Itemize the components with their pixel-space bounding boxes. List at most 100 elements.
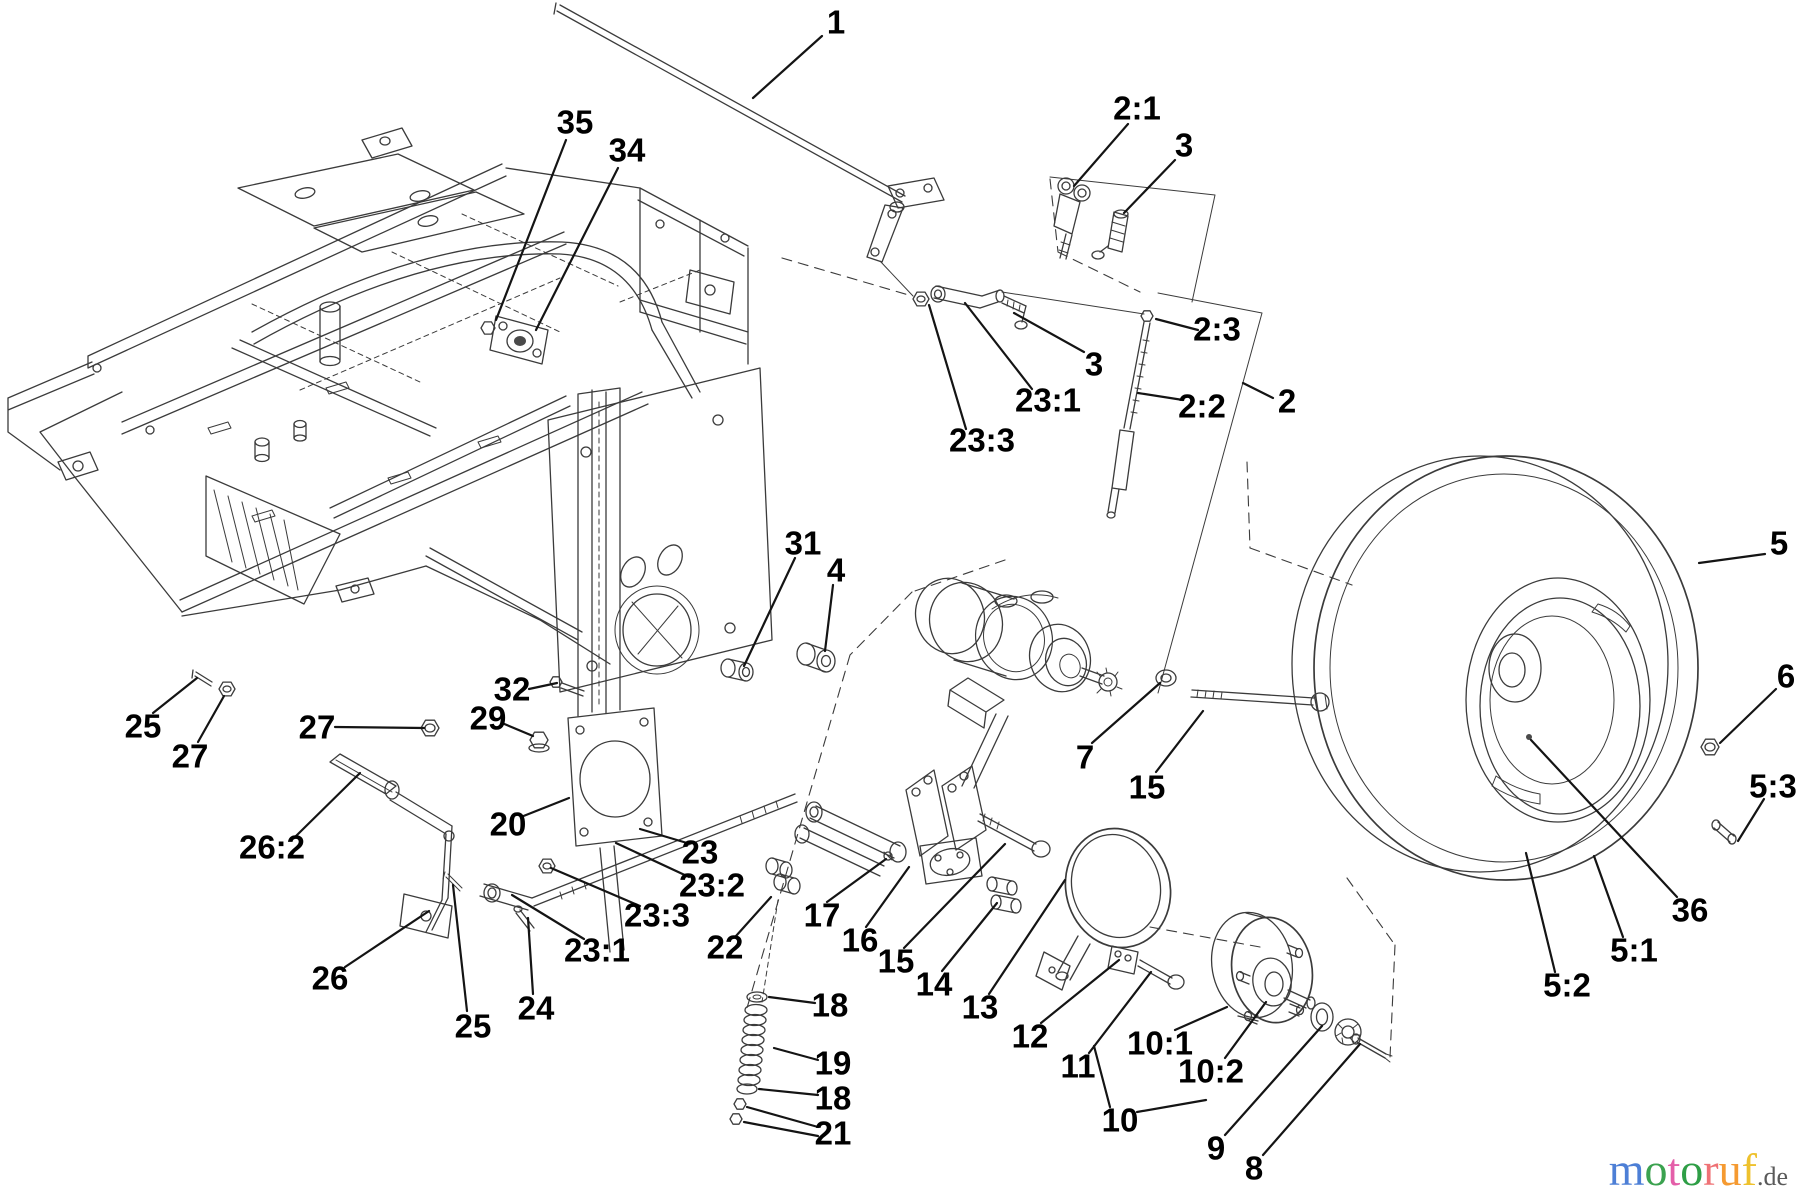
part-callout-18-45: 18	[811, 986, 849, 1024]
leader-line	[527, 681, 559, 691]
part-callout-12-41: 12	[1011, 1017, 1049, 1055]
leader-line	[1090, 681, 1162, 745]
part-callout-3-6: 3	[1084, 345, 1104, 383]
part-callout-27-17: 27	[171, 737, 209, 775]
leader-line	[940, 901, 999, 973]
leader-line	[1135, 1098, 1208, 1114]
part-callout-18-47: 18	[814, 1079, 852, 1117]
part-callout-35-1: 35	[556, 103, 594, 141]
part-callout-19-46: 19	[814, 1044, 852, 1082]
leader-line	[1136, 391, 1185, 402]
part-callout-24-39: 24	[517, 989, 555, 1027]
leader-line	[196, 694, 226, 744]
leader-line	[333, 725, 426, 730]
part-callout-15-21: 15	[1128, 768, 1166, 806]
group-boundaries	[746, 257, 1261, 1009]
logo-letter: f	[1741, 1144, 1757, 1195]
part-callout-32-14: 32	[493, 670, 531, 708]
leader-line	[500, 721, 535, 738]
leader-line	[510, 893, 586, 941]
leader-line	[1223, 1000, 1268, 1060]
leader-line	[1154, 709, 1205, 774]
leader-line	[1697, 552, 1767, 565]
logo-letters: motoruf	[1609, 1144, 1757, 1195]
part-callout-2-9: 2	[1277, 382, 1297, 420]
part-callout-10-2-44: 10:2	[1177, 1052, 1245, 1090]
leader-line	[1592, 854, 1625, 939]
logo-suffix: .de	[1756, 1162, 1788, 1191]
leader-line	[751, 34, 824, 100]
part-callout-36-35: 36	[1671, 891, 1709, 929]
part-callout-23-25: 23	[681, 833, 719, 871]
washer-and-bolt	[1155, 669, 1330, 712]
leader-line	[1173, 1005, 1229, 1032]
leader-line	[614, 841, 691, 879]
leader-line	[294, 771, 362, 838]
leader-line	[864, 865, 911, 929]
leader-line	[151, 676, 199, 715]
part-callout-2-2-8: 2:2	[1178, 387, 1226, 425]
part-callout-9-50: 9	[1206, 1129, 1226, 1167]
small-hardware	[191, 315, 836, 753]
logo-letter: u	[1718, 1144, 1742, 1195]
leader-line	[343, 909, 431, 969]
brake-drum-group	[1210, 877, 1396, 1063]
part-callout-11-42: 11	[1060, 1047, 1096, 1085]
motoruf-logo: motoruf.de	[1609, 1147, 1788, 1193]
leader-line	[519, 796, 571, 819]
part-callout-1-0: 1	[826, 3, 846, 41]
part-callout-34-2: 34	[608, 131, 646, 169]
leader-line	[1524, 851, 1557, 974]
chassis-frame-drawing	[7, 127, 773, 717]
parking-brake-lever	[329, 753, 455, 939]
leader-line	[1092, 1044, 1112, 1109]
part-callout-13-34: 13	[961, 988, 999, 1026]
leader-line	[823, 583, 835, 653]
logo-letter: t	[1667, 1144, 1681, 1195]
leader-lines	[151, 34, 1778, 1157]
leader-line	[1718, 687, 1778, 745]
part-callout-5-1-36: 5:1	[1610, 931, 1658, 969]
leader-line	[1154, 317, 1200, 332]
leader-line	[1122, 158, 1177, 215]
part-callout-5-13: 5	[1769, 524, 1789, 562]
leader-line	[1072, 122, 1130, 188]
part-callout-15-31: 15	[877, 942, 915, 980]
part-callout-23-3-10: 23:3	[948, 421, 1016, 459]
logo-letter: o	[1644, 1144, 1668, 1195]
part-callout-5-2-37: 5:2	[1543, 966, 1591, 1004]
leader-line	[1736, 797, 1766, 843]
leader-line	[534, 166, 620, 332]
leader-line	[987, 878, 1067, 996]
leader-line	[772, 1046, 820, 1062]
part-callout-20-24: 20	[489, 805, 527, 843]
part-callout-21-49: 21	[814, 1114, 852, 1152]
leader-line	[1087, 970, 1153, 1055]
part-callout-4-12: 4	[826, 551, 846, 589]
part-callout-27-18: 27	[298, 708, 336, 746]
leader-line	[825, 857, 888, 904]
part-callout-10-48: 10	[1101, 1101, 1139, 1139]
leader-line	[742, 556, 797, 668]
wheel-motor-drawing	[914, 577, 1123, 789]
part-callout-16-29: 16	[841, 921, 879, 959]
part-callout-8-51: 8	[1244, 1149, 1264, 1187]
part-callout-25-16: 25	[124, 707, 162, 745]
logo-letter: o	[1680, 1144, 1704, 1195]
leader-line	[494, 138, 568, 322]
part-callout-23-3-27: 23:3	[623, 896, 691, 934]
brake-mechanism	[765, 765, 1185, 991]
part-callout-23-1-7: 23:1	[1014, 381, 1082, 419]
leader-line	[1012, 311, 1086, 354]
wheel-assembly	[1246, 455, 1737, 881]
leader-line	[745, 1105, 820, 1129]
leader-line	[1261, 1042, 1362, 1157]
part-callout-7-20: 7	[1075, 738, 1095, 776]
part-callout-2-1-3: 2:1	[1113, 89, 1161, 127]
part-callout-6-19: 6	[1776, 657, 1796, 695]
part-callout-23-2-26: 23:2	[678, 866, 746, 904]
part-callout-5-3-22: 5:3	[1749, 767, 1797, 805]
leader-line	[549, 866, 642, 908]
